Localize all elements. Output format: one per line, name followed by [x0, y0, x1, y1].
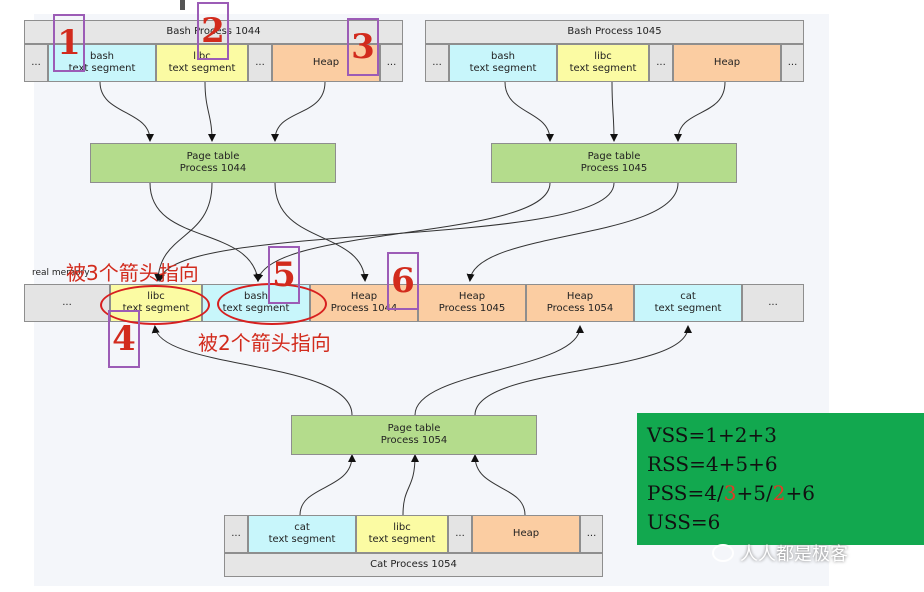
arrow-1044-heap-to-pt — [271, 81, 326, 142]
process-1054-libc-segment: libc text segment — [356, 515, 448, 553]
process-1045-libc-segment: libc text segment — [557, 44, 649, 82]
libc-highlight-ellipse — [100, 285, 210, 325]
process-1054-dots-right: ... — [580, 515, 603, 553]
arrow-pt1054-to-cat — [474, 325, 692, 416]
process-1044-dots-right: ... — [380, 44, 403, 82]
arrow-1044-libc-to-pt — [204, 81, 216, 142]
arrow-1054-libc-to-pt — [402, 454, 419, 516]
marker-3: 3 — [347, 18, 379, 76]
arrow-pt1054-to-libc — [151, 325, 353, 416]
process-1054-dots-left: ... — [224, 515, 248, 553]
process-1045-dots-right: ... — [781, 44, 804, 82]
watermark-text: 人人都是极客 — [740, 544, 848, 565]
page-table-1054: Page table Process 1054 — [291, 415, 537, 455]
arrow-pt1045-to-heap — [466, 182, 679, 282]
arrow-pt1044-to-heap — [274, 182, 369, 282]
real-memory-label: real memory — [32, 268, 90, 278]
process-1044-title: Bash Process 1044 — [24, 20, 403, 44]
marker-2: 2 — [197, 2, 229, 60]
arrow-1054-heap-to-pt — [471, 454, 526, 516]
process-1054-title: Cat Process 1054 — [224, 553, 603, 577]
marker-1: 1 — [53, 14, 85, 72]
real-memory-heap-1054: Heap Process 1054 — [526, 284, 634, 322]
process-1045-dots-mid: ... — [649, 44, 673, 82]
real-memory-dots-right: ... — [742, 284, 804, 322]
arrow-1054-cat-to-pt — [299, 454, 356, 516]
process-1045-title: Bash Process 1045 — [425, 20, 804, 44]
arrow-1045-bash-to-pt — [504, 81, 554, 142]
bash-highlight-ellipse — [217, 283, 327, 325]
pss-formula: PSS=4/3+5/2+6 — [647, 479, 914, 508]
annotation-three-arrows: 被3个箭头指向 — [66, 261, 199, 285]
arrow-pt1045-to-bash — [255, 182, 551, 282]
wechat-icon — [712, 544, 734, 562]
real-memory-heap-1044: Heap Process 1044 — [310, 284, 418, 322]
marker-6: 6 — [387, 252, 419, 310]
marker-5: 5 — [268, 246, 300, 304]
process-1044-dots-mid: ... — [248, 44, 272, 82]
cropped-glyph — [180, 0, 185, 10]
arrow-pt1045-to-libc — [157, 182, 615, 282]
rss-formula: RSS=4+5+6 — [647, 452, 778, 476]
page-table-1044: Page table Process 1044 — [90, 143, 336, 183]
arrow-1045-heap-to-pt — [674, 81, 726, 142]
marker-4: 4 — [108, 310, 140, 368]
process-1045-heap-segment: Heap — [673, 44, 781, 82]
memory-metrics-box: VSS=1+2+3 RSS=4+5+6 PSS=4/3+5/2+6 USS=6 — [637, 413, 924, 545]
real-memory-cat-segment: cat text segment — [634, 284, 742, 322]
arrow-pt1044-to-bash — [149, 182, 262, 282]
pss-part-e: +6 — [785, 481, 815, 505]
process-1054-heap-segment: Heap — [472, 515, 580, 553]
process-1044-bash-segment: bash text segment — [48, 44, 156, 82]
watermark: 人人都是极客 — [712, 540, 848, 566]
process-1044-dots-left: ... — [24, 44, 48, 82]
process-1045-dots-left: ... — [425, 44, 449, 82]
arrow-1044-bash-to-pt — [99, 81, 154, 142]
process-1054-dots-mid: ... — [448, 515, 472, 553]
process-1045-bash-segment: bash text segment — [449, 44, 557, 82]
real-memory-dots-left: ... — [24, 284, 110, 322]
pss-divisor-2: 2 — [772, 481, 786, 505]
vss-formula: VSS=1+2+3 — [647, 423, 777, 447]
uss-formula: USS=6 — [647, 510, 721, 534]
page-table-1045: Page table Process 1045 — [491, 143, 737, 183]
pss-part-a: PSS=4/ — [647, 481, 724, 505]
pss-divisor-3: 3 — [723, 481, 737, 505]
arrow-pt1044-to-libc — [154, 182, 213, 282]
process-1044-libc-segment: libc text segment — [156, 44, 248, 82]
annotation-two-arrows: 被2个箭头指向 — [198, 331, 331, 355]
pss-part-c: +5/ — [736, 481, 773, 505]
arrow-1045-libc-to-pt — [609, 81, 618, 142]
arrow-pt1054-to-heap — [414, 325, 584, 416]
process-1054-cat-segment: cat text segment — [248, 515, 356, 553]
real-memory-heap-1045: Heap Process 1045 — [418, 284, 526, 322]
